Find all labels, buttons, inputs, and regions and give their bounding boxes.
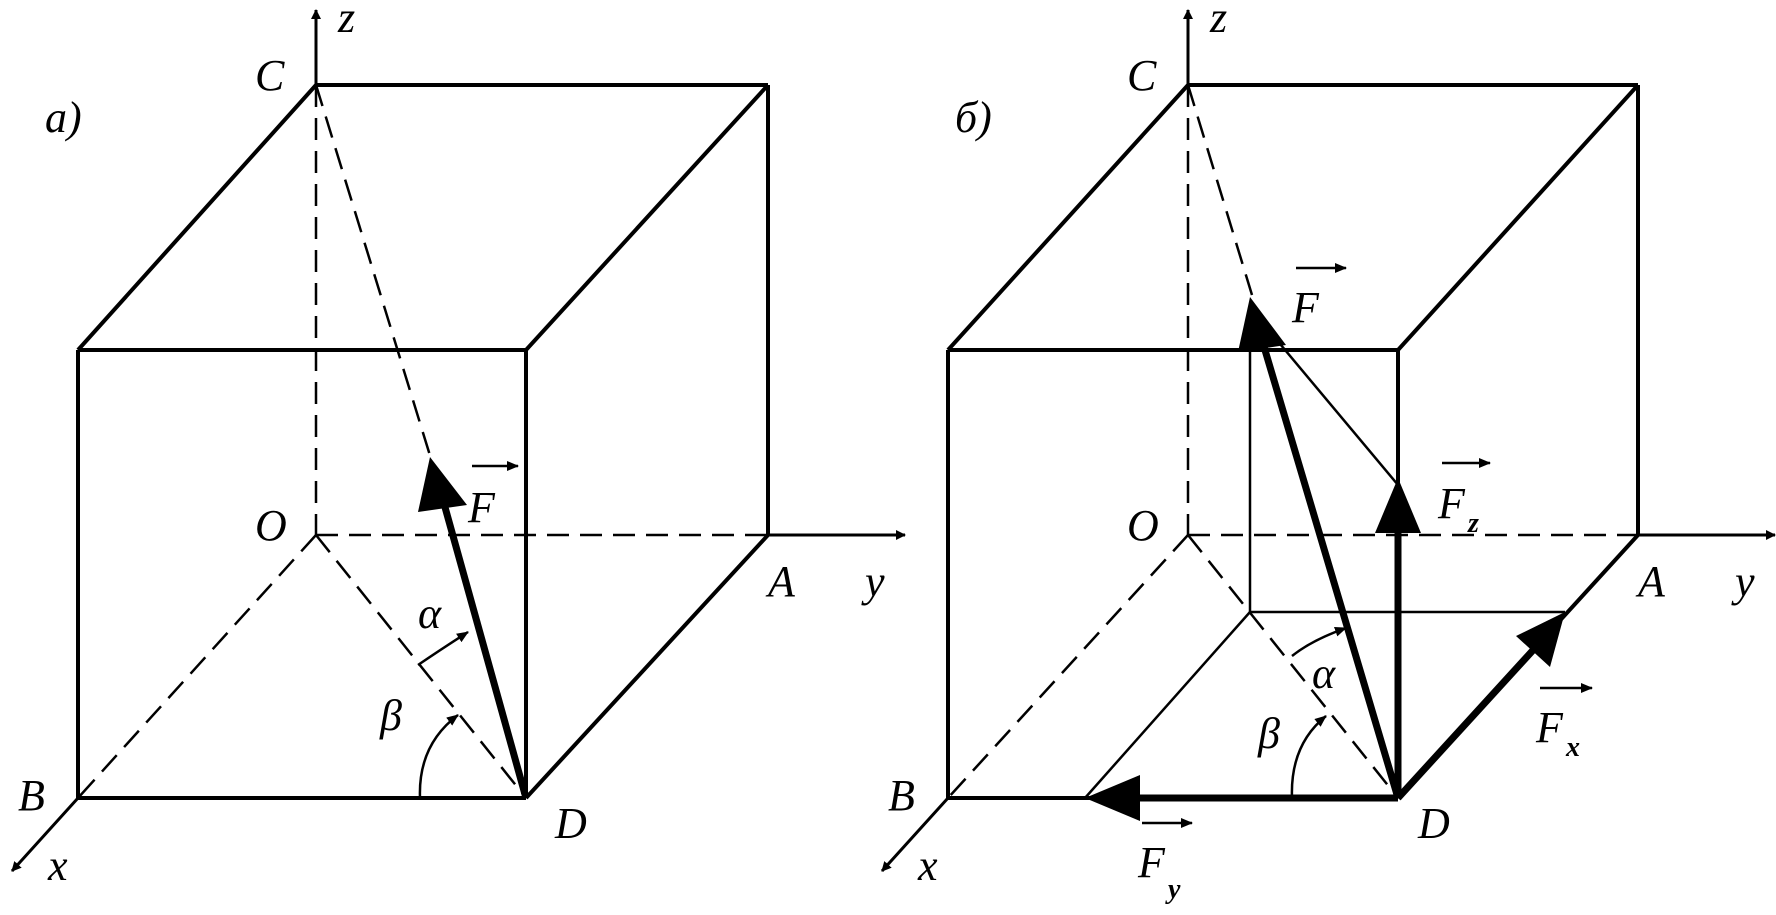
panel-b-x-axis [880,796,950,873]
panel-a-point-b: B [18,771,45,820]
panel-b-point-d: D [1417,799,1450,848]
panel-b-force-x-vector [1395,645,1538,801]
panel-a-point-d: D [554,799,587,848]
panel-a-point-c: C [255,51,285,100]
panel-b-alpha-arc [1291,626,1347,657]
panel-b-cube-edges [946,83,1640,800]
panel-b-force-z-subscript: z [1467,508,1479,539]
panel-a-alpha-label: α [418,589,442,638]
panel-b-z-label: z [1209,0,1227,42]
panel-a: a) z C O A y B D x α β F [10,0,906,890]
panel-b-force-z-arrowhead [1375,478,1421,533]
panel-b-point-o: O [1127,501,1159,550]
panel-b-point-c: C [1127,51,1157,100]
panel-b-force-x-arrowhead [1516,612,1565,667]
panel-b-beta-label: β [1257,709,1280,758]
panel-a-force-vector [439,499,530,799]
panel-b-force-x-label: F [1535,703,1564,752]
panel-a-force-label: F [467,483,496,532]
panel-b-label: б) [955,93,992,142]
panel-b-x-label: x [917,841,938,890]
panel-b-force-x-subscript: x [1565,732,1580,763]
panel-a-beta-label: β [379,691,402,740]
panel-a-x-axis [10,796,80,873]
panel-a-force-arrowhead [418,457,467,512]
panel-b-force-vector [1258,339,1402,799]
panel-b-construction-lines [1084,319,1565,799]
panel-b-point-a: A [1635,557,1666,606]
panel-b-y-label: y [1731,557,1755,606]
panel-a-alpha-arc [417,630,469,667]
panel-a-cube-edges [76,83,770,800]
panel-b-hidden-lines [947,84,1638,799]
panel-b-force-y-subscript: y [1165,874,1181,905]
panel-b-point-b: B [888,771,915,820]
panel-a-label: a) [45,93,82,142]
panel-b-force-y-arrowhead [1085,775,1140,821]
panel-a-z-label: z [337,0,355,42]
panel-b-alpha-label: α [1312,649,1336,698]
panel-b-beta-arc [1290,715,1327,799]
panel-a-point-o: O [255,501,287,550]
panel-a-hidden-lines [77,84,768,799]
panel-b: б) z C O A y B D x α β F F z F x F y [880,0,1776,905]
panel-b-force-z-label: F [1437,479,1466,528]
panel-b-force-y-label: F [1137,838,1166,887]
panel-b-force-label: F [1291,283,1320,332]
panel-b-force-arrowhead [1238,297,1286,352]
panel-a-beta-arc [418,714,459,799]
panel-a-y-label: y [861,557,885,606]
panel-a-x-label: x [47,841,68,890]
panel-a-point-a: A [765,557,796,606]
